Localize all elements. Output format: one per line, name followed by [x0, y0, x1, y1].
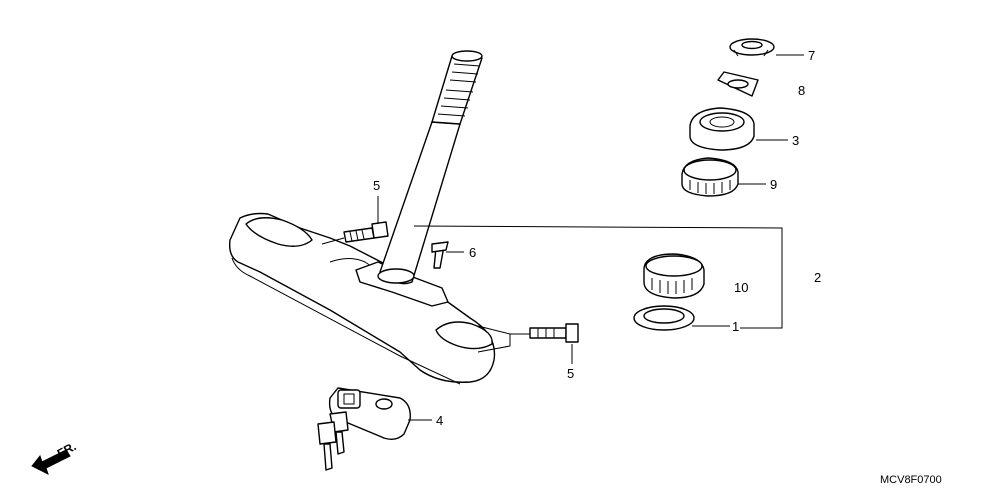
steering-stem-assembly	[228, 50, 496, 385]
part-10-lower-bearing	[643, 253, 705, 299]
bolt-6	[431, 241, 449, 269]
leader-lines	[321, 54, 804, 421]
bolt-left-5	[343, 221, 389, 243]
bottom-bridge	[228, 212, 496, 383]
bottom-bridge-left-hole	[245, 217, 313, 247]
callout-6: 6	[469, 245, 476, 260]
part-9-upper-bearing	[681, 157, 739, 197]
part-1-race-ring	[633, 305, 695, 331]
part-4-steering-lock	[317, 387, 411, 471]
callout-4: 4	[436, 413, 443, 428]
callout-8: 8	[798, 83, 805, 98]
callout-2: 2	[814, 270, 821, 285]
part-7-lock-nut	[729, 38, 775, 57]
bolt-right-5	[529, 323, 579, 343]
callout-7: 7	[808, 48, 815, 63]
callout-10: 10	[734, 280, 748, 295]
front-direction-arrow: FR.	[31, 439, 78, 475]
callout-9: 9	[770, 177, 777, 192]
part-3-adjusting-nut	[689, 107, 755, 151]
part-8-washer	[717, 71, 759, 97]
callout-3: 3	[792, 133, 799, 148]
steering-stem-shaft	[379, 121, 461, 285]
bottom-bridge-right-hole	[435, 321, 493, 350]
callout-5-upper: 5	[373, 178, 380, 193]
diagram-code: MCV8F0700	[880, 474, 942, 486]
callout-5-lower: 5	[567, 366, 574, 381]
callout-1: 1	[732, 319, 739, 334]
